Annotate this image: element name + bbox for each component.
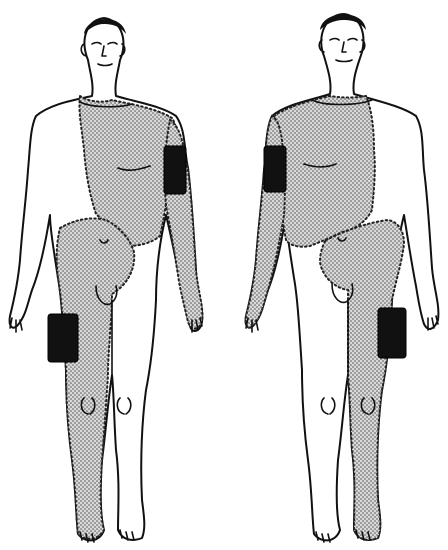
right-figure-arm-band — [264, 146, 286, 192]
right-figure — [246, 14, 439, 542]
right-figure-thigh-band — [378, 308, 406, 358]
left-figure-arm-band — [164, 146, 186, 194]
left-figure-thigh-band — [48, 314, 78, 362]
right-figure-stipple-chest — [273, 96, 374, 247]
left-figure — [10, 18, 203, 542]
